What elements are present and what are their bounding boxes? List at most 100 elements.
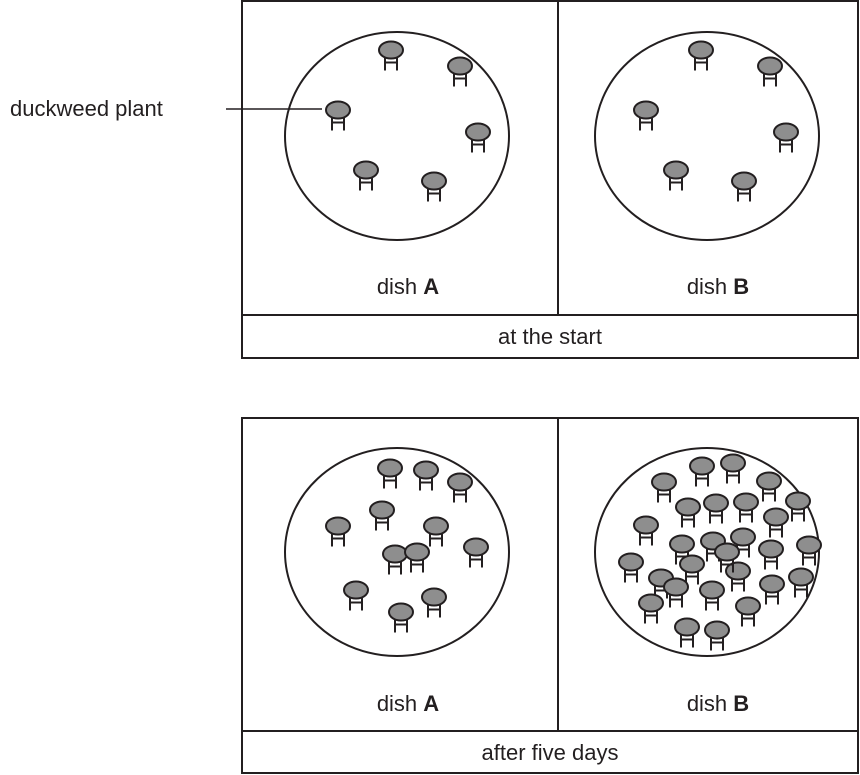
duckweed-plant (633, 515, 659, 546)
duckweed-plant (651, 472, 677, 503)
duckweed-root (731, 578, 745, 592)
duckweed-plant (704, 620, 730, 651)
duckweed-root (762, 488, 776, 502)
duckweed-leaf (733, 492, 759, 512)
duckweed-leaf (763, 507, 789, 527)
duckweed-root (427, 604, 441, 618)
duckweed-root (709, 510, 723, 524)
duckweed-plant (674, 617, 700, 648)
panel-caption: at the start (498, 324, 602, 349)
duckweed-leaf (369, 500, 395, 520)
duckweed-plant (699, 580, 725, 611)
panel-at-the-start: dish A dish B at the start (241, 0, 859, 359)
duckweed-root (469, 554, 483, 568)
duckweed-leaf (421, 587, 447, 607)
duckweed-plant (353, 160, 379, 191)
duckweed-plant (421, 171, 447, 202)
duckweed-root (726, 470, 740, 484)
duckweed-plant (688, 40, 714, 71)
duckweed-leaf (421, 171, 447, 191)
duckweed-root (769, 524, 783, 538)
dish-b-plants (633, 40, 799, 202)
duckweed-leaf (325, 516, 351, 536)
duckweed-leaf (689, 456, 715, 476)
duckweed-root (741, 613, 755, 627)
duckweed-leaf (735, 596, 761, 616)
duckweed-root (639, 532, 653, 546)
dish-b-label: dish B (687, 691, 749, 716)
duckweed-plant (423, 516, 449, 547)
duckweed-plant (735, 596, 761, 627)
duckweed-root (375, 517, 389, 531)
panel-after-five-days: dish A dish B after five days (241, 417, 859, 774)
duckweed-plant (369, 500, 395, 531)
duckweed-root (394, 619, 408, 633)
duckweed-plant (758, 539, 784, 570)
duckweed-leaf (704, 620, 730, 640)
duckweed-root (739, 509, 753, 523)
duckweed-leaf (463, 537, 489, 557)
duckweed-plant (663, 160, 689, 191)
duckweed-plant (343, 580, 369, 611)
duckweed-plant (689, 456, 715, 487)
duckweed-plant (663, 577, 689, 608)
duckweed-leaf (669, 534, 695, 554)
duckweed-plant-label: duckweed plant (10, 96, 163, 121)
duckweed-plant (730, 527, 756, 558)
duckweed-plant (725, 561, 751, 592)
dish-b-plants (618, 453, 822, 651)
duckweed-leaf (633, 100, 659, 120)
dish-b-outline (594, 31, 820, 241)
duckweed-leaf (465, 122, 491, 142)
duckweed-root (453, 73, 467, 87)
duckweed-leaf (785, 491, 811, 511)
duckweed-plant (421, 587, 447, 618)
dish-a-label: dish A (377, 691, 439, 716)
duckweed-root (331, 533, 345, 547)
duckweed-leaf (325, 100, 351, 120)
duckweed-root (669, 177, 683, 191)
duckweed-plant (763, 507, 789, 538)
duckweed-root (624, 569, 638, 583)
duckweed-root (794, 584, 808, 598)
duckweed-plant (788, 567, 814, 598)
duckweed-plant (633, 100, 659, 131)
duckweed-plant (447, 472, 473, 503)
duckweed-leaf (343, 580, 369, 600)
duckweed-leaf (731, 171, 757, 191)
duckweed-leaf (796, 535, 822, 555)
duckweed-root (779, 139, 793, 153)
duckweed-root (657, 489, 671, 503)
duckweed-root (359, 177, 373, 191)
duckweed-root (695, 473, 709, 487)
panel-caption: after five days (482, 740, 619, 765)
duckweed-root (765, 591, 779, 605)
duckweed-root (471, 139, 485, 153)
duckweed-plant (720, 453, 746, 484)
dish-a-label: dish A (377, 274, 439, 299)
duckweed-root (710, 637, 724, 651)
duckweed-plant (325, 100, 351, 131)
duckweed-root (669, 594, 683, 608)
duckweed-leaf (756, 471, 782, 491)
duckweed-plant (733, 492, 759, 523)
panel-frame (241, 417, 859, 774)
duckweed-plant (465, 122, 491, 153)
duckweed-plant (378, 40, 404, 71)
duckweed-leaf (758, 539, 784, 559)
duckweed-leaf (714, 542, 740, 562)
duckweed-leaf (773, 122, 799, 142)
duckweed-leaf (378, 40, 404, 60)
duckweed-root (694, 57, 708, 71)
duckweed-root (349, 597, 363, 611)
dish-a-outline (284, 31, 510, 241)
duckweed-root (802, 552, 816, 566)
duckweed-root (737, 188, 751, 202)
duckweed-leaf (703, 493, 729, 513)
duckweed-root (644, 610, 658, 624)
duckweed-leaf (377, 458, 403, 478)
dish-a-plants (325, 458, 489, 633)
duckweed-plant (756, 471, 782, 502)
duckweed-leaf (759, 574, 785, 594)
